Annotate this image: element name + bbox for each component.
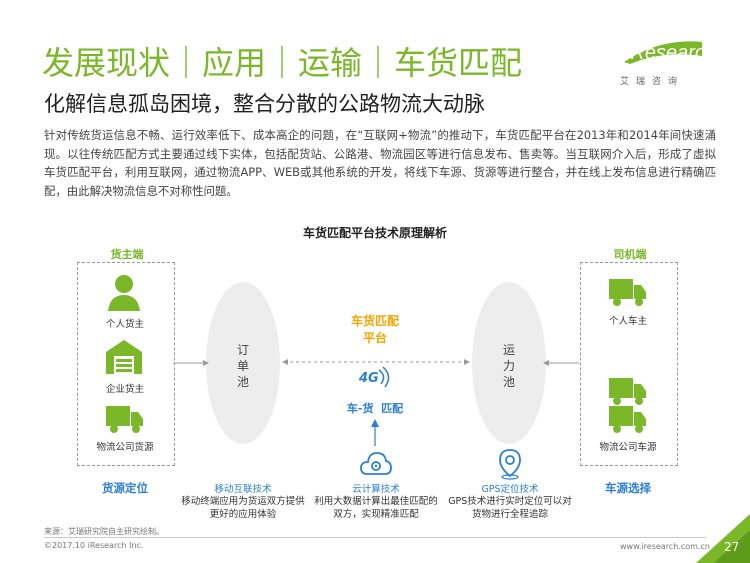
warehouse-icon <box>106 340 142 374</box>
page-title: 发展现状｜应用｜运输｜车货匹配 <box>42 44 523 82</box>
page-number: 27 <box>724 540 740 554</box>
driver-item-personal: 个人车主 <box>608 316 647 327</box>
cargo-truck-match: 车-货 匹配 <box>346 402 404 415</box>
corner-triangle-decoration <box>696 514 750 563</box>
truck-icon <box>609 406 646 433</box>
tech-cloud-title: 云计算技术 <box>352 484 400 495</box>
tech-gps-title: GPS定位技术 <box>481 484 539 495</box>
tech-cloud-desc: 利用大数据计算出最佳匹配的双方，实现精准匹配 <box>314 496 438 520</box>
shipper-heading: 货主端 <box>110 248 144 261</box>
tech-gps: GPS定位技术 GPS技术进行实时定位可以对货物进行全程追踪 <box>445 481 575 521</box>
location-pin-icon <box>499 449 521 480</box>
person-icon <box>108 275 140 311</box>
tech-mobile-title: 移动互联技术 <box>214 484 272 495</box>
source-note: 来源：艾瑞研究院自主研究绘制。 <box>44 527 164 536</box>
footer-divider <box>44 537 706 538</box>
logo-wordmark: iResearch <box>626 42 717 64</box>
order-pool-label: 订单池 <box>236 343 249 389</box>
shipper-item-enterprise: 企业货主 <box>105 384 144 395</box>
badge-4g: 4G <box>359 371 379 386</box>
platform-title: 车货匹配 平台 <box>305 313 445 347</box>
truck-select-label: 车源选择 <box>605 481 651 495</box>
truck-icon <box>609 378 646 405</box>
tech-gps-desc: GPS技术进行实时定位可以对货物进行全程追踪 <box>448 496 572 520</box>
page-subtitle: 化解信息孤岛困境，整合分散的公路物流大动脉 <box>44 92 485 116</box>
shipper-panel <box>77 262 175 466</box>
driver-item-logistics: 物流公司车源 <box>599 442 657 453</box>
diagram-title: 车货匹配平台技术原理解析 <box>302 226 447 240</box>
cargo-locate-label: 货源定位 <box>102 481 148 495</box>
truck-icon <box>609 279 646 306</box>
logo-swoosh-icon <box>624 41 702 64</box>
tech-cloud: 云计算技术 利用大数据计算出最佳匹配的双方，实现精准匹配 <box>314 481 438 521</box>
order-pool-ellipse <box>206 282 280 444</box>
driver-panel <box>580 262 678 466</box>
driver-heading: 司机端 <box>613 248 647 261</box>
truck-icon <box>106 406 143 433</box>
tech-mobile-desc: 移动终端应用为货运双方提供更好的应用体验 <box>181 496 305 520</box>
cloud-gear-icon <box>360 452 392 475</box>
capacity-pool-ellipse <box>472 282 546 444</box>
copyright: ©2017.10 iResearch Inc. <box>44 541 144 550</box>
tech-mobile: 移动互联技术 移动终端应用为货运双方提供更好的应用体验 <box>180 481 306 521</box>
iresearch-logo: iResearch <box>624 41 717 65</box>
intro-paragraph: 针对传统货运信息不畅、运行效率低下、成本高企的问题，在“互联网+物流”的推动下，… <box>44 128 716 198</box>
platform-title-line2: 平台 <box>362 331 387 345</box>
site-url: www.iresearch.com.cn <box>620 542 710 551</box>
shipper-item-logistics: 物流公司货源 <box>96 442 154 453</box>
capacity-pool-label: 运力池 <box>502 343 515 389</box>
signal-4g-icon <box>378 366 390 388</box>
platform-title-line1: 车货匹配 <box>350 314 399 328</box>
shipper-item-personal: 个人货主 <box>105 319 144 330</box>
logo-chinese: 艾瑞咨询 <box>620 77 685 87</box>
